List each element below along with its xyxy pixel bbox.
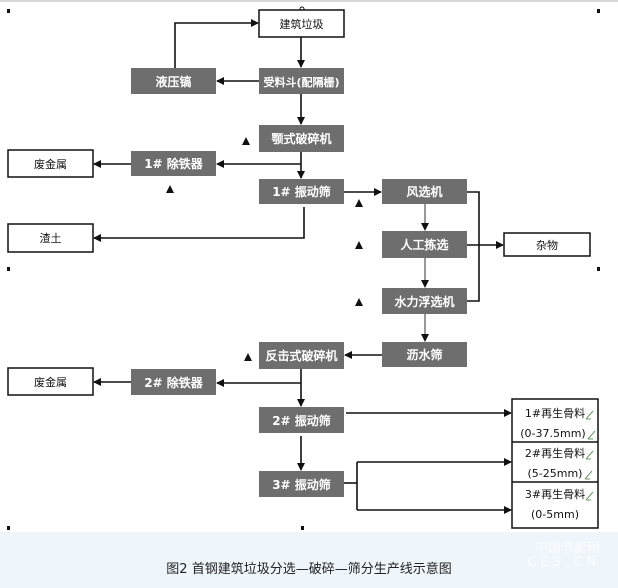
node-impact-crusher: 反击式破碎机 — [259, 342, 344, 369]
flow-diagram: 建筑垃圾 液压镐 受料斗(配隔栅) 颚式破碎机 废金属 1# 除铁器 1# 振动… — [7, 6, 600, 530]
node-label: 水力浮选机 — [394, 294, 454, 309]
node-draining-screen: 沥水筛 — [382, 342, 467, 367]
node-scrap-metal-1: 废金属 — [7, 149, 94, 178]
node-vibrating-screen-1: 1# 振动筛 — [259, 179, 344, 204]
node-scrap-metal-2: 废金属 — [7, 367, 94, 396]
node-label: 渣土 — [40, 231, 62, 245]
aggregate-3-size: (0-5mm) — [531, 508, 579, 521]
top-border — [0, 0, 618, 2]
node-air-separator: 风选机 — [382, 179, 467, 204]
node-vibrating-screen-3: 3# 振动筛 — [259, 471, 344, 497]
connectors — [93, 19, 512, 514]
node-label: 沥水筛 — [406, 347, 442, 362]
node-construction-waste: 建筑垃圾 — [258, 9, 345, 38]
operator-markers — [166, 137, 363, 361]
node-label: 反击式破碎机 — [265, 348, 337, 363]
node-label: 颚式破碎机 — [271, 131, 331, 146]
edit-mark-icons — [584, 410, 596, 501]
node-label: 废金属 — [34, 157, 67, 171]
node-label: 1# 振动筛 — [272, 184, 331, 199]
caption-area — [0, 532, 618, 588]
node-label: 废金属 — [34, 375, 67, 389]
aggregate-2-name: 2#再生骨料 — [525, 446, 585, 460]
aggregate-2-size: (5-25mm) — [528, 467, 583, 480]
node-hopper: 受料斗(配隔栅) — [259, 68, 344, 94]
node-label: 受料斗(配隔栅) — [263, 75, 339, 89]
node-label: 建筑垃圾 — [280, 17, 324, 31]
node-label: 1# 除铁器 — [144, 156, 204, 171]
aggregate-3-name: 3#再生骨料 — [525, 487, 585, 501]
node-muck: 渣土 — [7, 223, 94, 253]
figure-caption: 图2 首钢建筑垃圾分选—破碎—筛分生产线示意图 — [166, 562, 452, 577]
node-debris: 杂物 — [503, 232, 591, 257]
node-manual-sorting: 人工拣选 — [382, 231, 467, 258]
watermark-line2: CES.CN — [527, 555, 600, 570]
node-label: 3# 振动筛 — [272, 477, 331, 492]
node-vibrating-screen-2: 2# 振动筛 — [259, 407, 344, 433]
node-label: 2# 振动筛 — [272, 413, 331, 428]
node-iron-remover-1: 1# 除铁器 — [131, 151, 216, 176]
node-label: 2# 除铁器 — [144, 375, 204, 390]
node-label: 人工拣选 — [400, 237, 448, 252]
node-label: 杂物 — [536, 238, 558, 252]
node-hydraulic-flotation: 水力浮选机 — [382, 288, 467, 314]
watermark-line1: 中国节能网 — [534, 541, 600, 556]
node-jaw-crusher: 颚式破碎机 — [259, 125, 344, 152]
aggregate-1-name: 1#再生骨料 — [525, 406, 585, 420]
aggregate-1-size: (0-37.5mm) — [520, 427, 585, 440]
node-aggregates: 1#再生骨料 (0-37.5mm) 2#再生骨料 (5-25mm) 3#再生骨料… — [511, 398, 599, 529]
node-label: 液压镐 — [155, 74, 191, 89]
node-label: 风选机 — [406, 184, 442, 199]
watermark: 中国节能网 CES.CN — [528, 542, 600, 570]
node-hydraulic-pick: 液压镐 — [131, 68, 216, 94]
node-iron-remover-2: 2# 除铁器 — [131, 369, 216, 395]
